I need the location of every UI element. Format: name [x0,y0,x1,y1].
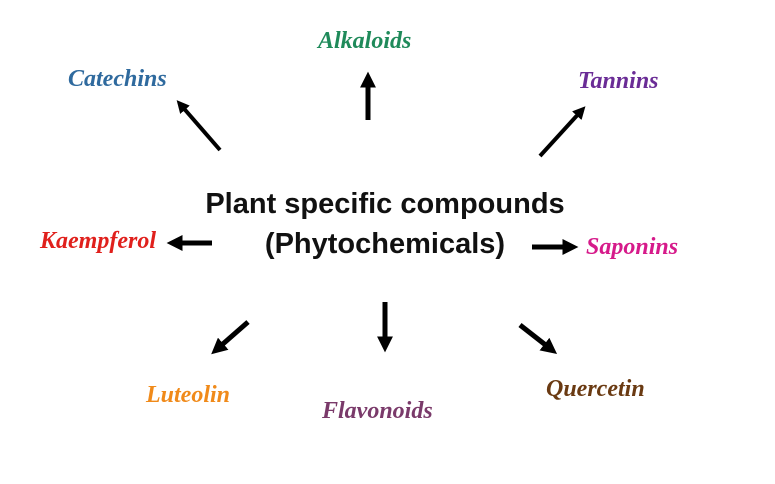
saponins-label: Saponins [586,234,679,260]
kaempferol-label: Kaempferol [40,228,156,254]
arrow-to-quercetin [518,323,558,354]
flavonoids-label: Flavonoids [322,398,433,424]
central-concept-subtitle: (Phytochemicals) [264,228,506,260]
central-concept: Plant specific compounds (Phytochemicals… [180,184,590,264]
arrow-to-tannins [538,106,586,158]
tannins-label: Tannins [578,68,659,94]
luteolin-label: Luteolin [146,382,231,408]
arrow-to-catechins [176,100,222,152]
alkaloids-label: Alkaloids [318,28,412,54]
quercetin-label: Quercetin [546,376,645,402]
central-concept-title: Plant specific compounds [205,188,565,220]
catechins-label: Catechins [68,66,167,92]
arrow-to-luteolin [211,320,250,355]
